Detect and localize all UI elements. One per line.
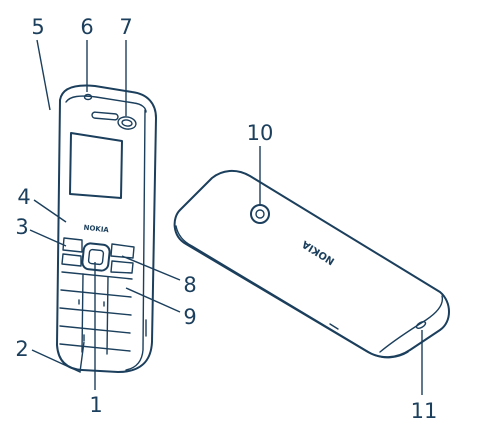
right-selection-key (110, 243, 135, 259)
callout-1: 1 (89, 393, 102, 417)
phone-back-view: NOKIA (173, 170, 450, 359)
call-key (61, 253, 82, 267)
flashlight-lens (121, 119, 133, 127)
display-screen (69, 132, 123, 199)
callout-8: 8 (183, 273, 196, 297)
back-slot-detail (329, 323, 339, 330)
phone-front-side-edge (125, 109, 146, 371)
leader-2 (31, 341, 85, 374)
leader-9 (125, 287, 181, 313)
leader-lines (29, 39, 423, 395)
callout-labels: 5 6 7 4 3 8 9 2 1 10 11 (15, 15, 437, 423)
headset-jack (83, 93, 93, 101)
leader-8 (121, 255, 181, 281)
phone-back-body (173, 170, 450, 358)
callout-9: 9 (183, 305, 196, 329)
callout-7: 7 (119, 15, 132, 39)
callout-2: 2 (15, 337, 28, 361)
callout-10: 10 (247, 121, 274, 145)
leader-4 (33, 199, 67, 223)
camera-lens-inner (255, 209, 265, 219)
end-key (110, 260, 134, 274)
phone-back-end-rim (379, 295, 444, 353)
callout-4: 4 (17, 185, 30, 209)
phone-front-top-bevel (65, 95, 147, 113)
callout-3: 3 (15, 215, 28, 239)
callout-5: 5 (31, 15, 44, 39)
earpiece (91, 111, 119, 121)
callout-6: 6 (80, 15, 93, 39)
leader-3 (29, 229, 67, 247)
front-logo: NOKIA (83, 224, 110, 235)
camera-lens (250, 204, 270, 224)
phone-front-view: NOKIA (56, 84, 157, 373)
navi-key (81, 242, 111, 272)
flashlight (117, 116, 137, 130)
charger-connector (415, 320, 427, 330)
leader-5 (36, 39, 51, 111)
callout-11: 11 (411, 399, 438, 423)
left-selection-key (62, 237, 83, 253)
phone-back-rim (175, 225, 409, 359)
